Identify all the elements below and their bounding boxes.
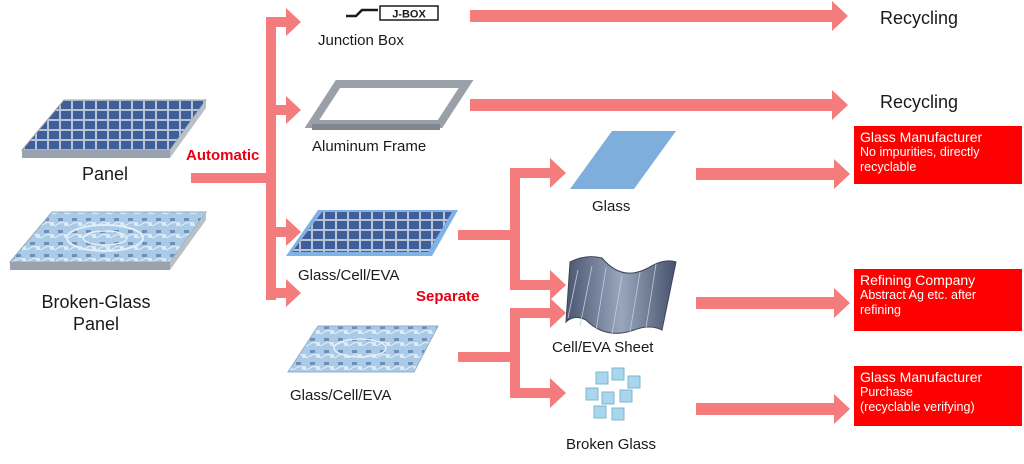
separate-label: Separate — [416, 288, 480, 305]
glass-manufacturer-line2-1: recyclable — [860, 160, 917, 174]
broken-glass-panel-label: Broken-Glass Panel — [16, 291, 176, 335]
glass-manufacturer-box-2: Glass Manufacturer Purchase (recyclable … — [854, 366, 1022, 426]
automatic-label: Automatic — [186, 147, 260, 164]
broken-glass-cell-eva-image — [287, 325, 439, 373]
broken-glass-panel-label-line1: Broken-Glass — [41, 292, 151, 312]
refining-company-title: Refining Company — [860, 272, 976, 288]
refining-company-box: Refining Company Abstract Ag etc. after … — [854, 269, 1022, 331]
refining-company-line2: refining — [860, 303, 901, 317]
cell-eva-sheet-image — [565, 256, 677, 335]
aluminum-frame-image — [304, 80, 474, 130]
aluminum-frame-label: Aluminum Frame — [312, 138, 427, 155]
glass-cell-eva-label: Glass/Cell/EVA — [298, 267, 400, 284]
glass-manufacturer-line2-2: (recyclable verifying) — [860, 400, 975, 414]
glass-sheet-image — [570, 131, 676, 189]
broken-glass-panel-image — [8, 211, 207, 270]
refining-company-line1: Abstract Ag etc. after — [860, 288, 977, 302]
separate-flow-arrows — [458, 158, 566, 408]
junction-box-label: Junction Box — [318, 32, 404, 49]
panel-label: Panel — [81, 164, 129, 184]
cell-eva-sheet-label: Cell/EVA Sheet — [552, 339, 654, 356]
glass-manufacturer-title-1: Glass Manufacturer — [860, 129, 983, 145]
broken-glass-cell-eva-label: Glass/Cell/EVA — [290, 387, 392, 404]
glass-label: Glass — [592, 198, 631, 215]
recycling-label-1: Recycling — [880, 8, 959, 28]
glass-manufacturer-box-1: Glass Manufacturer No impurities, direct… — [854, 126, 1022, 184]
glass-manufacturer-line1-2: Purchase — [860, 385, 913, 399]
glass-cell-eva-image — [286, 210, 458, 256]
panel-image — [20, 99, 207, 158]
broken-glass-pieces-image — [585, 367, 641, 421]
jbox-label: J-BOX — [392, 9, 426, 21]
junction-box-image — [346, 5, 439, 21]
glass-manufacturer-line1-1: No impurities, directly — [860, 145, 980, 159]
recycling-arrows — [470, 1, 848, 120]
destination-arrows — [696, 159, 850, 424]
glass-manufacturer-title-2: Glass Manufacturer — [860, 369, 983, 385]
broken-glass-panel-label-line2: Panel — [72, 314, 120, 334]
broken-glass-label: Broken Glass — [566, 436, 657, 453]
recycling-label-2: Recycling — [880, 92, 959, 112]
automatic-flow-arrows — [191, 8, 301, 307]
